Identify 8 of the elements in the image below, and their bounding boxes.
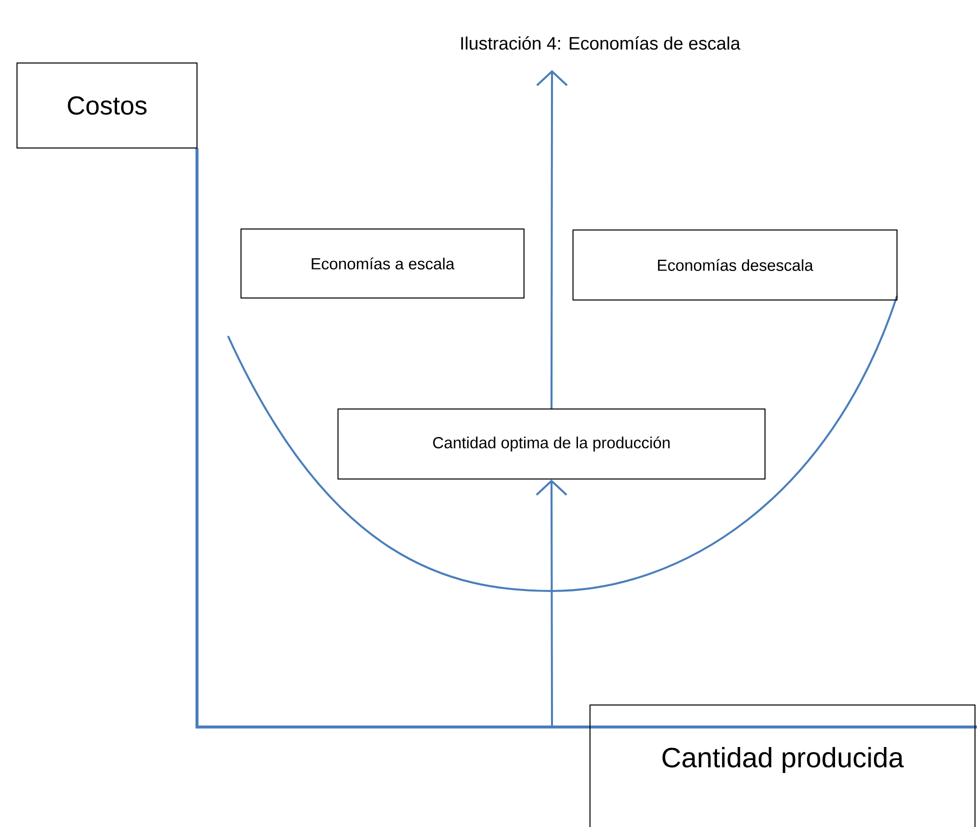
- title: Ilustración 4: Economías de escala: [461, 36, 740, 50]
- label-box: Economías a escala: [240, 228, 524, 298]
- arrow: [536, 480, 568, 727]
- label-box: Economías desescala: [572, 230, 898, 300]
- label-box: Cantidad producida: [590, 704, 976, 827]
- label-box: Cantidad optima de la producción: [338, 408, 766, 480]
- label-box: Costos: [16, 62, 198, 148]
- arrow: [536, 70, 568, 408]
